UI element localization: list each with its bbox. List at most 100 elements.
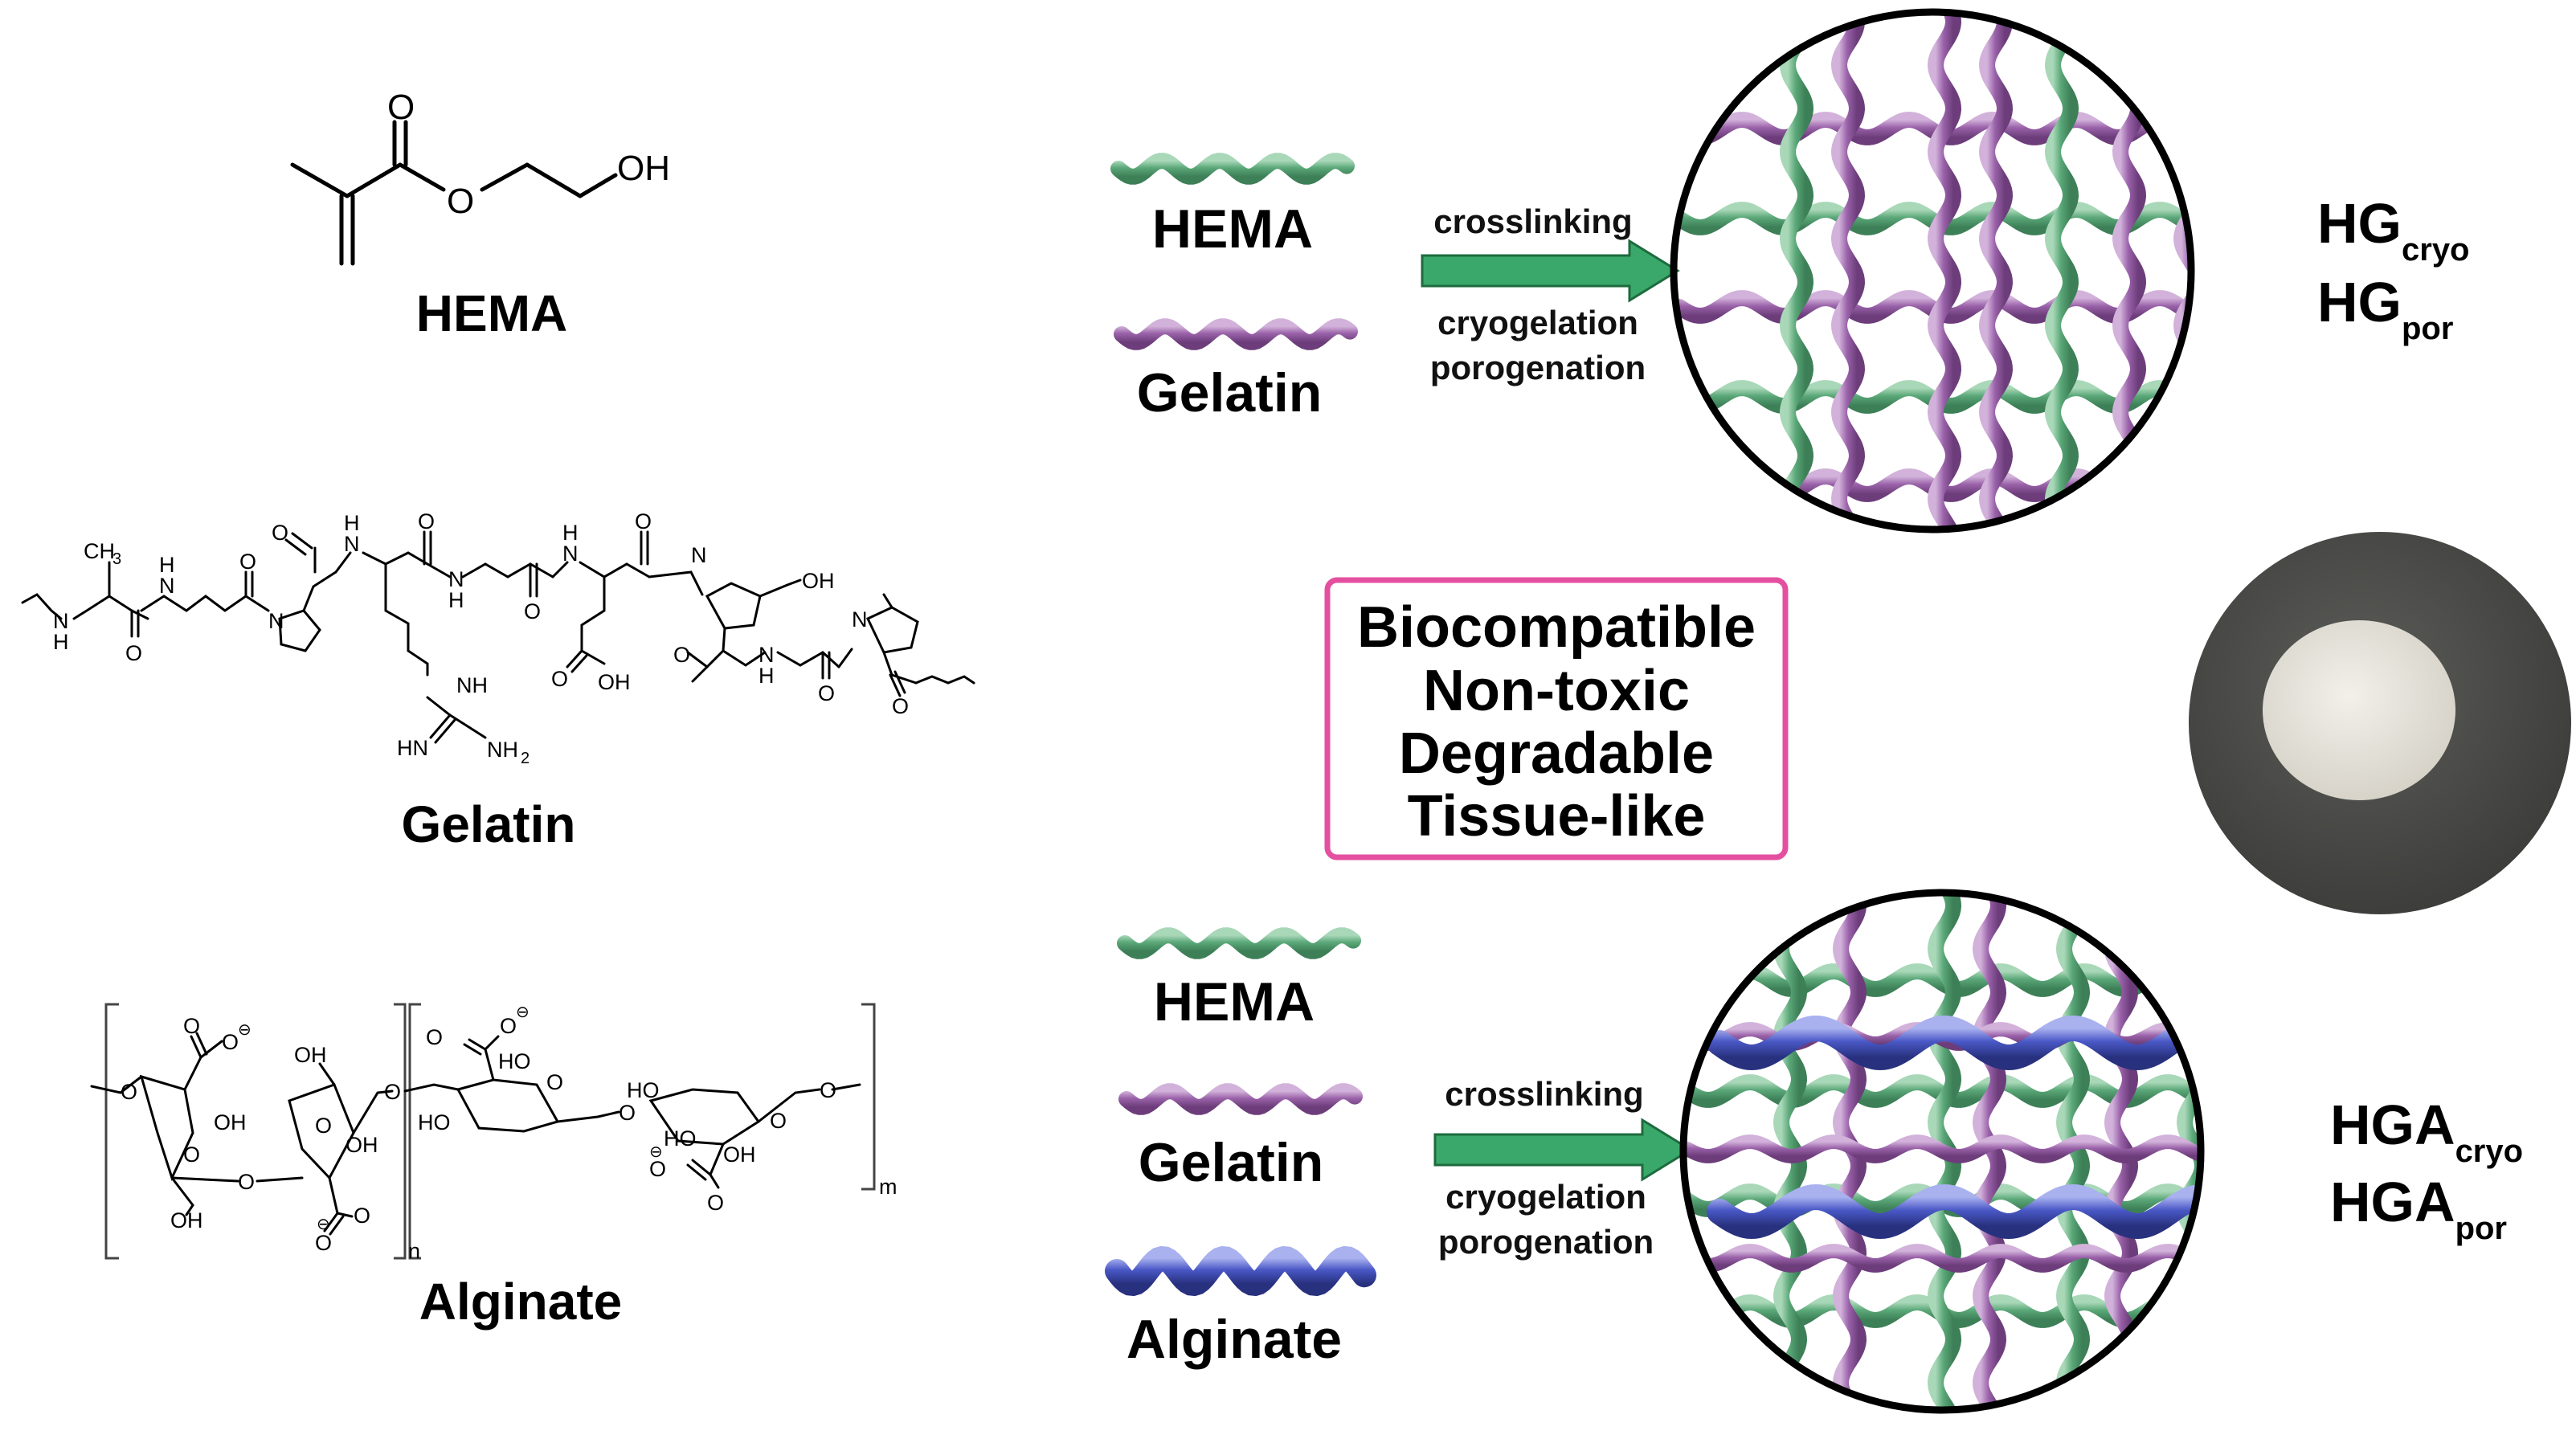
gelatin-proline-n-1: N [268, 609, 284, 633]
top-network-circle [1670, 8, 2195, 533]
alginate-hydroxyl-5: OH [723, 1143, 756, 1167]
gelatin-h-2: H [159, 553, 175, 577]
top-arrow-shape [1421, 239, 1680, 303]
bottom-component-legend: HEMA Gelatin Alginate [1105, 927, 1376, 1370]
alginate-carboxylate-om-1: O [222, 1030, 239, 1054]
alginate-charge-1: ⊖ [238, 1021, 251, 1039]
alginate-link-oxygen-4: O [619, 1101, 636, 1125]
property-non-toxic: Non-toxic [1423, 659, 1690, 723]
property-tissue-like: Tissue-like [1408, 784, 1706, 848]
alginate-carboxylate-o-1: O [183, 1014, 200, 1038]
alginate-ring-oxygen-1: O [183, 1143, 200, 1167]
alginate-link-oxygen-2: O [238, 1170, 255, 1194]
top-hema-strand [1110, 153, 1355, 185]
bottom-hema-strand [1117, 927, 1361, 959]
alginate-ho-4: HO [664, 1126, 697, 1151]
gelatin-o-1: O [125, 641, 142, 665]
top-gelatin-label: Gelatin [1137, 362, 1323, 423]
alginate-ho-3: HO [627, 1078, 660, 1102]
gelatin-proline-n-2: N [852, 607, 868, 632]
gelatin-h-4: H [448, 588, 464, 612]
gelatin-methyl: CH [84, 539, 115, 563]
gelatin-n-3: N [344, 532, 360, 556]
alginate-ho-2: HO [418, 1110, 451, 1134]
top-arrow-label-porogenation: porogenation [1430, 349, 1646, 386]
alginate-carboxylate-o-4: O [707, 1191, 724, 1215]
bottom-network-circle [1679, 889, 2205, 1414]
top-arrow-label-cryogelation: cryogelation [1437, 304, 1638, 341]
gelatin-n-1: N [53, 609, 69, 633]
gelatin-o-8: O [818, 681, 835, 705]
alginate-hydroxyl-2: OH [170, 1208, 203, 1232]
bottom-network-alginate-strand [1707, 1015, 2201, 1071]
gelatin-o-5: O [524, 599, 541, 623]
bottom-network-alginate-strand [1707, 1183, 2201, 1240]
gelatin-h-1: H [53, 630, 69, 654]
gelatin-glutamate-o: O [551, 667, 568, 691]
gelatin-hydroxyproline-oh: OH [802, 569, 835, 593]
top-product-1: HGcryo [2317, 192, 2470, 268]
alginate-charge-4: ⊖ [649, 1143, 663, 1161]
top-network-outline [1670, 8, 2195, 533]
alginate-link-oxygen-3: O [384, 1080, 401, 1104]
top-reaction-arrow: crosslinking cryogelation porogenation [1421, 202, 1680, 386]
top-legend-waves [1110, 153, 1358, 350]
top-gelatin-strand [1114, 318, 1358, 350]
bottom-legend-waves [1105, 927, 1376, 1297]
gelatin-o-7: O [673, 643, 690, 667]
gelatin-n-4: N [448, 567, 464, 591]
hema-structure: O O OH HEMA [290, 88, 670, 342]
bottom-network-vertical-strand [1972, 893, 2007, 1410]
alginate-hydroxyl-3: OH [294, 1043, 327, 1067]
bottom-gelatin-label: Gelatin [1139, 1132, 1324, 1193]
top-component-legend: HEMA Gelatin [1110, 153, 1358, 423]
property-degradable: Degradable [1399, 722, 1714, 786]
top-arrow-label-crosslinking: crosslinking [1433, 202, 1632, 240]
top-network-vertical-strand [1927, 12, 1962, 529]
alginate-structure: O O O ⊖ OH O OH O OH O OH O O ⊖ O O O ⊖ … [90, 1003, 898, 1331]
top-network-vertical-strand [2112, 12, 2147, 529]
alginate-subscript-n: n [408, 1239, 420, 1263]
gelatin-methyl-subscript: 3 [112, 550, 121, 568]
alginate-ring-oxygen-2: O [315, 1114, 332, 1138]
properties-box: Biocompatible Non-toxic Degradable Tissu… [1324, 577, 1789, 860]
photo-sample-disc [2263, 620, 2455, 800]
top-network-vertical-strand [1779, 12, 1814, 529]
alginate-ho-1: HO [498, 1049, 531, 1073]
bottom-arrow-label-porogenation: porogenation [1438, 1223, 1654, 1261]
alginate-ring-oxygen-4: O [770, 1109, 787, 1133]
gelatin-o-6: O [635, 509, 652, 533]
alginate-ring-oxygen-3: O [546, 1070, 563, 1094]
hema-structure-label: HEMA [416, 284, 567, 342]
gelatin-hydroxyproline-n: N [691, 543, 707, 567]
bottom-arrow-label-cryogelation: cryogelation [1445, 1178, 1646, 1216]
gelatin-h-5: H [562, 521, 579, 545]
alginate-carboxylate-o-2: O [354, 1204, 370, 1228]
top-products: HGcryo HGpor [2317, 192, 2470, 346]
alginate-hydroxyl-4: OH [346, 1133, 378, 1157]
gelatin-n-6: N [758, 643, 775, 667]
top-product-2: HGpor [2317, 271, 2453, 346]
gelatin-o-2: O [239, 550, 256, 574]
top-network-vertical-strand [1830, 12, 1866, 529]
gelatin-arginine-nh2: NH [487, 738, 518, 762]
bottom-network-strands [1683, 893, 2201, 1410]
hema-ester-oxygen: O [447, 182, 474, 221]
alginate-hydroxyl-1: OH [214, 1110, 247, 1134]
alginate-carboxylate-om-2: O [315, 1231, 332, 1255]
alginate-link-oxygen-5: O [820, 1078, 836, 1102]
alginate-subscript-m: m [879, 1175, 898, 1199]
alginate-carboxylate-om-3: O [500, 1014, 517, 1038]
gelatin-arginine-nh2-subscript: 2 [521, 750, 530, 767]
alginate-carboxylate-o-3: O [426, 1025, 443, 1049]
gelatin-h-3: H [344, 511, 360, 535]
gelatin-o-4: O [418, 509, 435, 533]
properties-box-border [1324, 577, 1789, 860]
hema-carbonyl-oxygen: O [387, 88, 415, 127]
alginate-brackets [104, 1003, 876, 1260]
gelatin-arginine-hn: HN [397, 736, 428, 760]
top-hema-label: HEMA [1152, 198, 1313, 260]
gelatin-glutamate-oh: OH [598, 670, 631, 694]
sample-photo [2189, 532, 2571, 914]
